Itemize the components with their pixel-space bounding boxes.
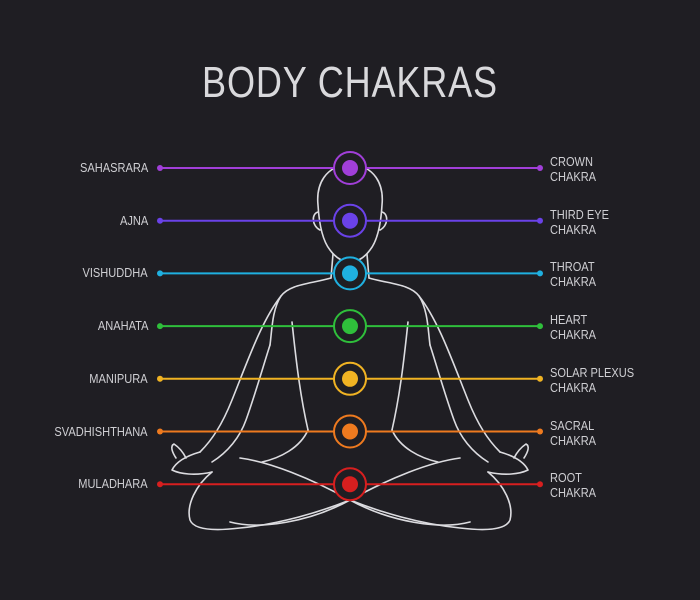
chakra-lines (157, 151, 543, 502)
chakra-center-dot (342, 212, 358, 229)
chakra-endpoint-dot (537, 375, 543, 382)
chakra-english-label-line2: CHAKRA (550, 485, 597, 501)
chakra-endpoint-dot (157, 481, 163, 488)
chakra-row (157, 414, 543, 449)
chakra-english-label-line1: THIRD EYE (550, 206, 609, 222)
meditating-figure-outline (171, 164, 529, 531)
chakra-center-dot (342, 476, 358, 493)
chakra-english-label-line1: THROAT (550, 259, 595, 275)
chakra-endpoint-dot (157, 375, 163, 382)
chakra-row (157, 256, 543, 291)
chakra-sanskrit-label: SAHASRARA (79, 160, 148, 175)
chakra-endpoint-dot (537, 481, 543, 488)
chakra-english-label-line1: SACRAL (550, 417, 595, 433)
chakra-english-label-line1: HEART (550, 312, 588, 328)
chakra-endpoint-dot (157, 217, 163, 224)
diagram-title: BODY CHAKRAS (202, 58, 498, 107)
chakra-endpoint-dot (537, 217, 543, 224)
chakra-endpoint-dot (537, 323, 543, 330)
chakra-endpoint-dot (157, 165, 163, 171)
chakra-english-label-line2: CHAKRA (550, 274, 597, 290)
chakra-sanskrit-label: MULADHARA (78, 476, 148, 492)
chakra-center-dot (342, 265, 358, 282)
chakra-sanskrit-label: AJNA (119, 212, 148, 228)
chakra-row (157, 467, 543, 502)
chakra-sanskrit-label: ANAHATA (97, 318, 148, 334)
chakra-english-label-line1: CROWN (550, 154, 593, 169)
chakra-center-dot (342, 160, 358, 176)
chakra-english-label-line2: CHAKRA (550, 221, 597, 237)
chakra-english-label-line2: CHAKRA (550, 169, 597, 184)
chakra-row (157, 203, 543, 238)
chakra-center-dot (342, 370, 358, 387)
chakra-row (157, 361, 543, 396)
chakra-endpoint-dot (537, 165, 543, 171)
chakra-endpoint-dot (537, 270, 543, 277)
chakra-sanskrit-label: MANIPURA (89, 370, 148, 386)
chakra-sanskrit-label: VISHUDDHA (82, 265, 148, 281)
chakra-endpoint-dot (157, 323, 163, 330)
chakra-english-label-line1: ROOT (550, 470, 582, 486)
chakra-sanskrit-label: SVADHISHTHANA (54, 423, 148, 439)
chakra-english-label-line1: SOLAR PLEXUS (550, 364, 635, 380)
chakra-center-dot (342, 423, 358, 440)
chakra-endpoint-dot (157, 270, 163, 277)
chakra-endpoint-dot (157, 428, 163, 435)
chakra-endpoint-dot (537, 428, 543, 435)
chakra-row (157, 309, 543, 344)
chakra-english-label-line2: CHAKRA (550, 327, 597, 343)
chakra-center-dot (342, 318, 358, 335)
chakra-english-label-line2: CHAKRA (550, 379, 597, 395)
chakra-row (157, 151, 543, 185)
chakra-english-label-line2: CHAKRA (550, 432, 597, 448)
